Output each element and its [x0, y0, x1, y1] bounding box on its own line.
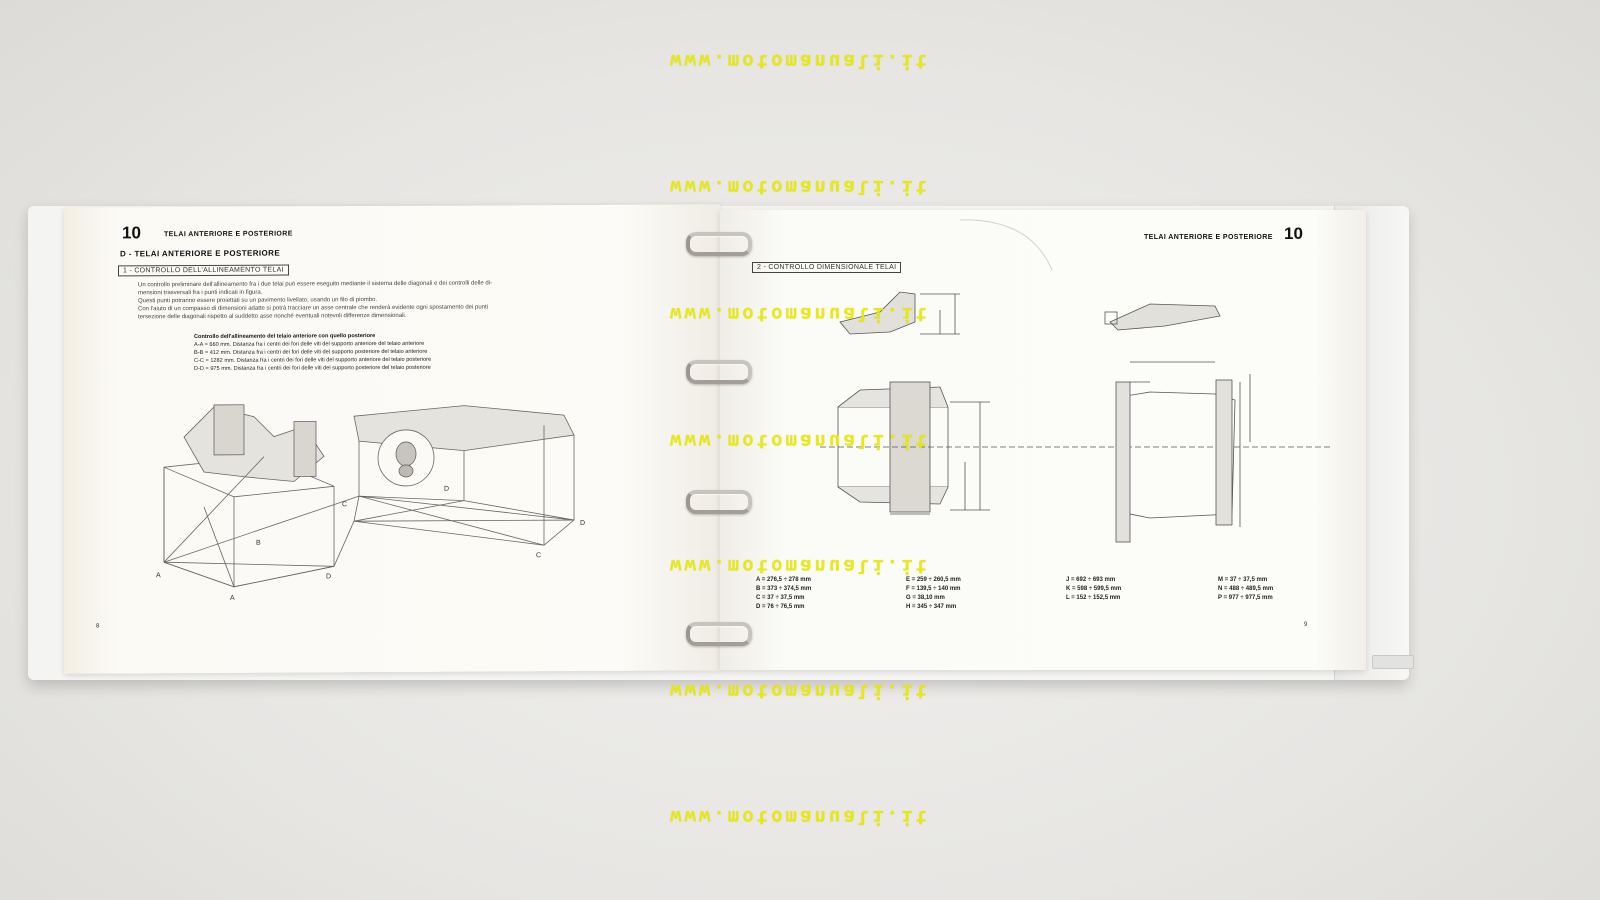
right-boxed-heading: 2 - CONTROLLO DIMENSIONALE TELAI	[752, 262, 902, 273]
left-measurements-block: Controllo dell'allineamento del telaio a…	[194, 332, 431, 373]
spec-column-4: M = 37 ÷ 37,5 mm N = 488 ÷ 489,5 mm P = …	[1218, 576, 1273, 603]
spec-row: H = 345 ÷ 347 mm	[906, 604, 957, 610]
spec-row: M = 37 ÷ 37,5 mm	[1218, 577, 1268, 583]
left-section-heading: D - TELAI ANTERIORE E POSTERIORE	[120, 248, 281, 259]
frame-alignment-drawing: A A B D C D C D	[156, 404, 585, 602]
spec-column-2: E = 259 ÷ 260,5 mm F = 139,5 ÷ 140 mm G …	[906, 576, 961, 612]
spec-row: D = 76 ÷ 76,5 mm	[756, 604, 805, 610]
watermark-text: www.motomanuali.it	[670, 806, 930, 828]
right-page-number: 10	[1284, 224, 1303, 243]
spec-row: E = 259 ÷ 260,5 mm	[906, 577, 961, 583]
spec-row: G = 38,10 mm	[906, 595, 945, 601]
spec-row: B = 373 ÷ 374,5 mm	[756, 586, 812, 592]
left-page: 10 TELAI ANTERIORE E POSTERIORE D - TELA…	[64, 204, 720, 674]
figure-label: A	[156, 572, 161, 579]
watermark-text: www.motomanuali.it	[670, 555, 930, 577]
binder-corner-label	[1372, 655, 1414, 669]
figure-label: A	[230, 595, 235, 602]
right-running-title: TELAI ANTERIORE E POSTERIORE	[1144, 234, 1273, 241]
page-curl	[960, 219, 1053, 271]
measurement-row: D-D = 975 mm. Distanza fra i centri dei …	[194, 364, 431, 373]
binder-ring	[686, 622, 752, 646]
spec-row: L = 152 ÷ 152,5 mm	[1066, 595, 1121, 601]
spec-row: J = 692 ÷ 693 mm	[1066, 577, 1116, 583]
figure-label: D	[580, 520, 585, 527]
spec-row: A = 276,5 ÷ 278 mm	[756, 577, 811, 583]
figure-label: B	[256, 540, 261, 547]
spec-row: K = 598 ÷ 599,5 mm	[1066, 586, 1122, 592]
spec-row: F = 139,5 ÷ 140 mm	[906, 586, 961, 592]
spec-column-1: A = 276,5 ÷ 278 mm B = 373 ÷ 374,5 mm C …	[756, 576, 811, 612]
left-boxed-heading: 1 - CONTROLLO DELL'ALLINEAMENTO TELAI	[118, 264, 289, 277]
left-page-number: 10	[122, 223, 141, 243]
watermark-text: www.motomanuali.it	[670, 50, 930, 72]
figure-label: D	[326, 573, 331, 580]
watermark-text: www.motomanuali.it	[670, 430, 930, 452]
watermark-text: www.motomanuali.it	[670, 680, 930, 702]
watermark-text: www.motomanuali.it	[670, 303, 930, 325]
right-folio: 9	[1304, 622, 1308, 628]
left-running-title: TELAI ANTERIORE E POSTERIORE	[164, 230, 293, 239]
figure-label: C	[536, 552, 541, 559]
frame-dimension-drawings	[820, 291, 1330, 543]
left-folio: 8	[96, 623, 100, 630]
figure-label: D	[444, 486, 449, 493]
right-page: TELAI ANTERIORE E POSTERIORE 10 2 - CONT…	[720, 210, 1366, 670]
spec-row: N = 488 ÷ 489,5 mm	[1218, 586, 1274, 592]
watermark-text: www.motomanuali.it	[670, 176, 930, 198]
binder-ring	[686, 232, 752, 256]
binder-ring	[686, 360, 752, 384]
spec-row: P = 977 ÷ 977,5 mm	[1218, 595, 1273, 601]
spec-column-3: J = 692 ÷ 693 mm K = 598 ÷ 599,5 mm L = …	[1066, 576, 1121, 603]
figure-label: C	[342, 501, 347, 508]
binder-ring	[686, 490, 752, 514]
spec-row: C = 37 ÷ 37,5 mm	[756, 595, 805, 601]
